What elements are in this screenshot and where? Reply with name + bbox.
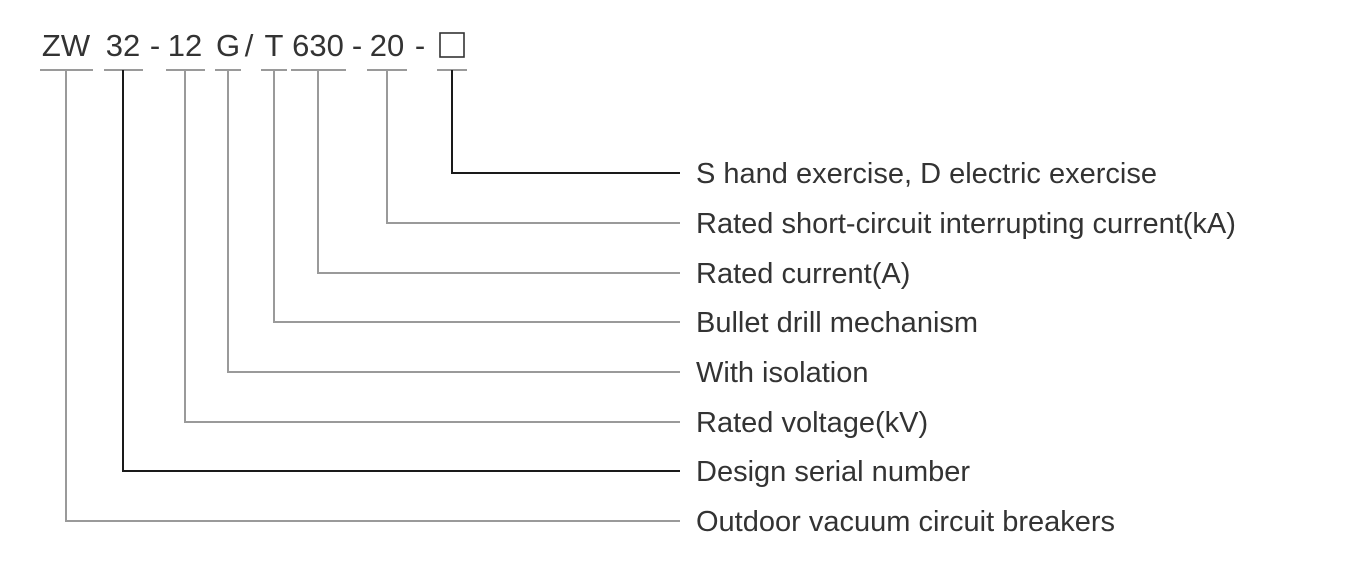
code-segment-630: 630 <box>292 28 344 63</box>
code-dash: - <box>415 28 425 63</box>
code-dash: - <box>352 28 362 63</box>
annotation-labels: S hand exercise, D electric exercise Rat… <box>696 158 1236 538</box>
leader-line-20 <box>386 70 680 224</box>
code-segment-20: 20 <box>370 28 404 63</box>
label-rated-current: Rated current(A) <box>696 258 910 290</box>
label-breaker-type: Outdoor vacuum circuit breakers <box>696 506 1115 538</box>
code-segment-32: 32 <box>106 28 140 63</box>
label-mechanism: Bullet drill mechanism <box>696 307 978 339</box>
leader-lines <box>65 70 680 522</box>
leader-line-32 <box>122 70 680 472</box>
code-segment-g: G <box>216 28 240 63</box>
code-segment-box-symbol <box>439 32 465 58</box>
leader-line-t <box>273 70 680 323</box>
code-dash: - <box>150 28 160 63</box>
code-segment-12: 12 <box>168 28 202 63</box>
label-design-serial: Design serial number <box>696 456 970 488</box>
label-rated-voltage: Rated voltage(kV) <box>696 407 928 439</box>
label-operation-mode: S hand exercise, D electric exercise <box>696 158 1157 190</box>
leader-line-12 <box>184 70 680 423</box>
label-isolation: With isolation <box>696 357 868 389</box>
code-segment-zw: ZW <box>42 28 91 63</box>
code-slash: / <box>245 28 254 63</box>
code-segment-t: T <box>265 28 284 63</box>
leader-line-box <box>451 70 680 174</box>
leader-line-zw <box>65 70 680 522</box>
leader-line-630 <box>317 70 680 274</box>
model-code: ZW 32 - 12 G / T 630 - 20 - <box>42 28 465 63</box>
label-short-circuit-current: Rated short-circuit interrupting current… <box>696 208 1236 240</box>
leader-line-g <box>227 70 680 373</box>
